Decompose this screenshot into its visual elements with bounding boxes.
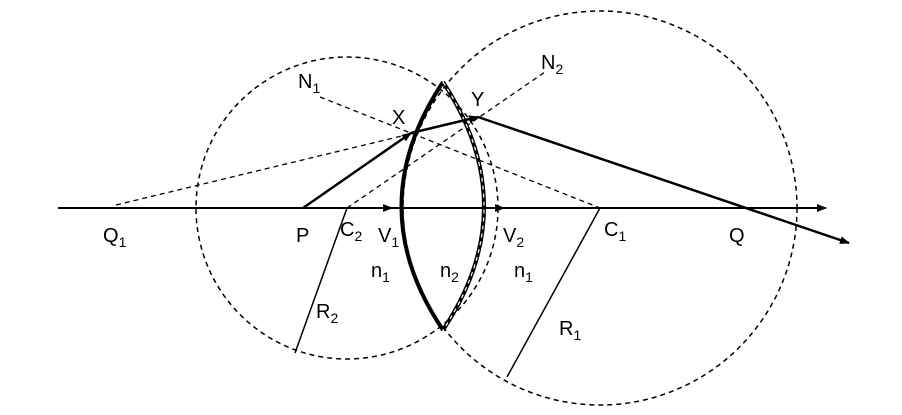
label-v2: V2	[503, 225, 524, 250]
label-q1: Q1	[103, 225, 127, 250]
label-n1-right: n1	[514, 260, 533, 285]
label-v1: V1	[378, 225, 399, 250]
label-c2: C2	[340, 219, 362, 244]
label-x: X	[392, 107, 405, 129]
label-p: P	[296, 225, 309, 247]
label-y: Y	[471, 89, 484, 111]
radius-r1-line	[506, 207, 601, 378]
virtual-image-ray	[115, 133, 411, 206]
label-n1-left: n1	[371, 260, 390, 285]
label-c1: C1	[604, 219, 626, 244]
label-n2-normal: N2	[541, 52, 563, 77]
ray-inside-lens	[410, 115, 479, 135]
label-r1: R1	[559, 318, 581, 343]
radius-r2-line	[294, 207, 348, 354]
normal-n2-line	[346, 71, 546, 209]
emergent-ray	[477, 115, 850, 245]
lens-right-surface	[441, 80, 486, 332]
incident-ray	[302, 131, 412, 210]
lens-left-surface	[399, 80, 445, 332]
label-n2-lens: n2	[440, 260, 459, 285]
label-q: Q	[729, 225, 745, 247]
label-n1-normal: N1	[298, 71, 320, 96]
label-r2: R2	[316, 301, 338, 326]
